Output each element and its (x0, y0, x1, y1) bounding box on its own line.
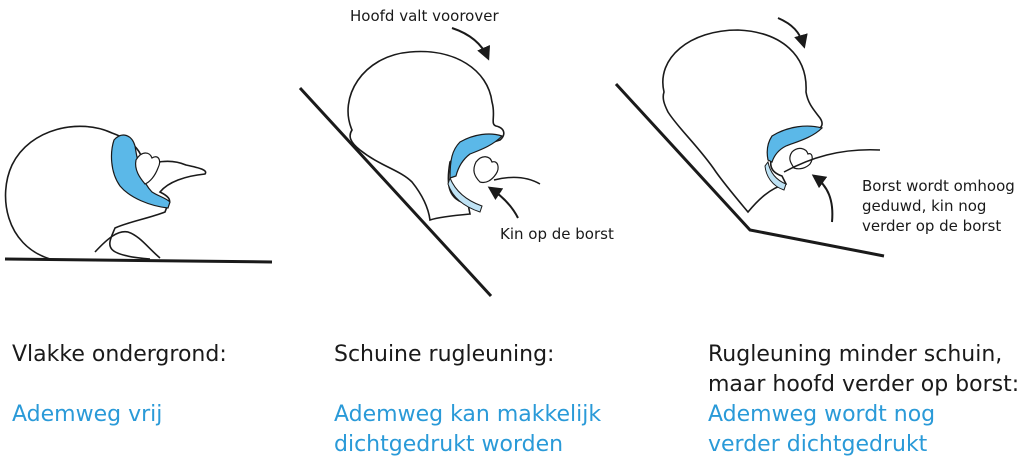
annotation-chin-on-chest: Kin op de borst (500, 225, 614, 243)
chest-push-arrow (811, 174, 834, 223)
tongue-outline (135, 152, 161, 185)
head-outline (662, 29, 823, 214)
head-falls-arrow (777, 17, 808, 49)
tongue-outline (789, 147, 813, 170)
panel-3-title-line-1: Rugleuning minder schuin, (708, 342, 1003, 367)
chest-contour (493, 176, 541, 185)
panel-moderate-illustration (614, 17, 885, 258)
chin-arrow (487, 186, 519, 219)
panel-2-title: Schuine rugleuning: (334, 342, 555, 367)
panel-2-status-line-2: dichtgedrukt worden (334, 432, 564, 457)
chest-contour (783, 148, 881, 173)
airway-more-narrowed (766, 125, 824, 163)
panel-3-status-line-1: Ademweg wordt nog (708, 402, 936, 427)
panel-flat-illustration (4, 125, 273, 264)
panel-3-title-line-2: maar hoofd verder op borst: (708, 372, 1020, 397)
panel-steep-illustration (298, 27, 541, 298)
annotation-head-falls: Hoofd valt voorover (350, 7, 499, 25)
panel-1-title: Vlakke ondergrond: (12, 342, 227, 367)
bent-backrest-line (614, 82, 885, 258)
neck-bump-outline (94, 230, 161, 259)
annotation-chest-line-1: Borst wordt omhoog (862, 177, 1015, 195)
flat-surface-line (4, 257, 273, 264)
steep-backrest-line (298, 86, 493, 298)
annotation-chest-line-2: geduwd, kin nog (862, 197, 987, 215)
airway-narrowed (449, 133, 504, 179)
airway-lower-compressed (447, 176, 483, 213)
airway-open (110, 134, 171, 209)
tongue-outline (473, 156, 499, 184)
head-falls-arrow (451, 27, 491, 61)
head-outline (4, 125, 207, 260)
airway-lower-compressed (764, 160, 787, 191)
panel-1-status: Ademweg vrij (12, 402, 163, 427)
annotation-chest-line-3: verder op de borst (862, 217, 1002, 235)
panel-2-status-line-1: Ademweg kan makkelijk (334, 402, 602, 427)
panel-3-status-line-2: verder dichtgedrukt (708, 432, 928, 457)
